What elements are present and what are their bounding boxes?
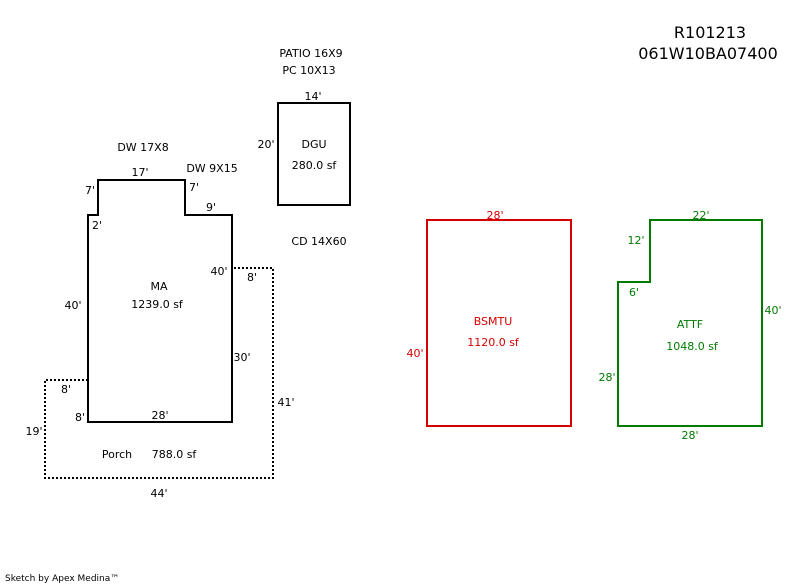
ma-dim-lower-left-a: 8' (61, 383, 71, 396)
map-number: 061W10BA07400 (638, 44, 778, 63)
note-pc: PC 10X13 (282, 64, 335, 77)
attf-outline (617, 219, 763, 427)
bsmtu-dim-left: 40' (406, 347, 423, 360)
ma-dim-notch-left: 7' (85, 184, 95, 197)
attf-area: 1048.0 sf (666, 340, 719, 353)
attf-dim-left: 28' (598, 371, 615, 384)
attf-dim-right: 40' (764, 304, 781, 317)
bsmtu-outline (426, 219, 572, 427)
porch-dim-left: 19' (25, 425, 42, 438)
dgu-name: DGU (301, 138, 326, 151)
note-cd: CD 14X60 (291, 235, 346, 248)
dgu-dim-top: 14' (304, 90, 321, 103)
dgu-area: 280.0 sf (292, 159, 338, 172)
ma-dim-lower-left-b: 8' (75, 411, 85, 424)
note-dw-1: DW 17X8 (117, 141, 168, 154)
porch-dim-right: 41' (277, 396, 294, 409)
attf-dim-notch-left: 12' (627, 234, 644, 247)
ma-dim-step-left: 2' (92, 219, 102, 232)
ma-area: 1239.0 sf (131, 298, 184, 311)
attf-dim-top: 22' (692, 209, 709, 222)
ma-dim-bottom: 28' (151, 409, 168, 422)
note-patio: PATIO 16X9 (279, 47, 342, 60)
note-dw-2: DW 9X15 (186, 162, 237, 175)
ma-dim-notch-right: 7' (189, 181, 199, 194)
parcel-id: R101213 (674, 23, 746, 42)
ma-dim-top: 17' (131, 166, 148, 179)
bsmtu-dim-top: 28' (486, 209, 503, 222)
attf-dim-bottom: 28' (681, 429, 698, 442)
ma-outline (87, 179, 233, 423)
porch-dim-bottom: 44' (150, 487, 167, 500)
ma-dim-right-lower: 30' (233, 351, 250, 364)
porch-name: Porch (102, 448, 132, 461)
dgu-dim-left: 20' (257, 138, 274, 151)
ma-dim-right-upper: 40' (210, 265, 227, 278)
porch-area: 788.0 sf (152, 448, 198, 461)
ma-dim-left: 40' (64, 299, 81, 312)
attf-name: ATTF (677, 318, 703, 331)
footer-credit: Sketch by Apex Medina™ (5, 574, 120, 584)
dgu-outline (277, 102, 351, 206)
ma-dim-step-right: 9' (206, 201, 216, 214)
bsmtu-name: BSMTU (474, 315, 513, 328)
porch-dim-top-right: 8' (247, 271, 257, 284)
bsmtu-area: 1120.0 sf (467, 336, 520, 349)
porch-outline (44, 267, 274, 479)
ma-name: MA (150, 280, 167, 293)
attf-dim-notch-bottom: 6' (629, 286, 639, 299)
